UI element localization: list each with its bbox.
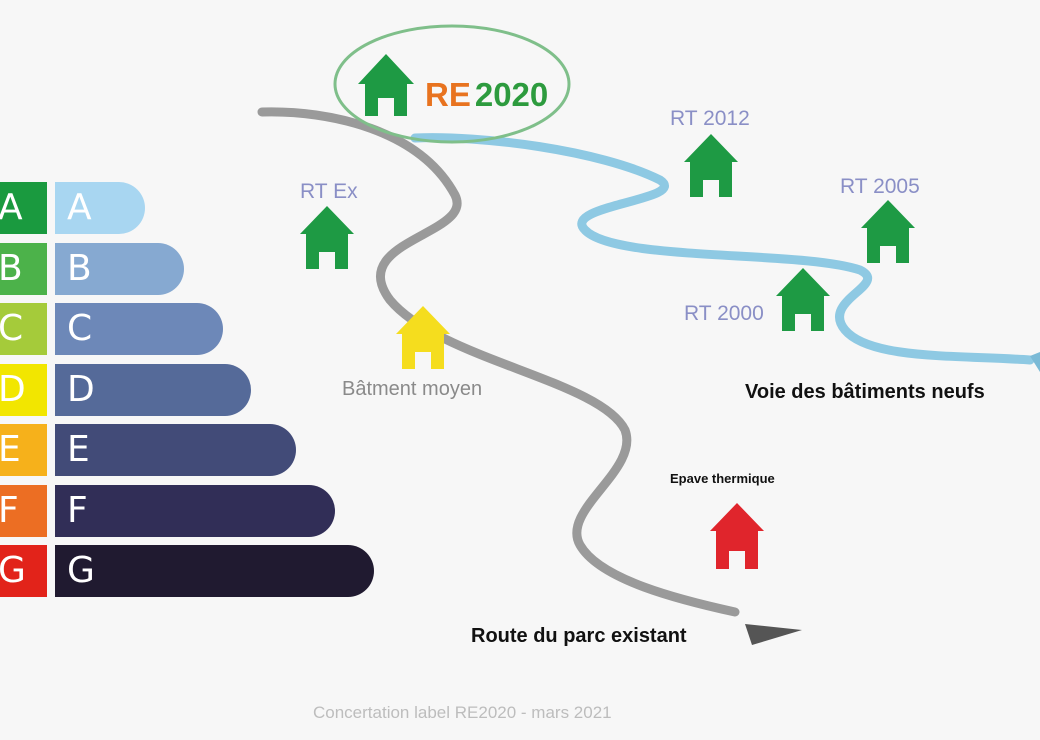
- energy-class-bar-d: D: [55, 363, 251, 416]
- rtex-label: RT Ex: [300, 180, 358, 203]
- rt2000-label: RT 2000: [684, 302, 764, 325]
- energy-class-bar-g: G: [55, 545, 374, 597]
- energy-class-letter-f: F: [0, 484, 47, 537]
- existing-park-road: [257, 107, 740, 617]
- energy-class-bar-e: E: [55, 424, 296, 476]
- energy-class-letter-c: C: [0, 303, 47, 355]
- house-icon-batiment-moyen: [396, 306, 450, 369]
- energy-class-bar-a: A: [55, 182, 145, 234]
- house-icon-rt2005: [861, 200, 915, 263]
- house-icon-epave: [710, 503, 764, 569]
- re2020-ellipse: [333, 24, 571, 144]
- energy-class-letter-g: G: [0, 545, 47, 597]
- energy-class-bar-f: F: [55, 484, 335, 537]
- house-icon-re2020: [358, 54, 414, 116]
- new-road-arrow: [1030, 352, 1040, 372]
- route-existant-label: Route du parc existant: [471, 625, 687, 647]
- energy-class-letter-b: B: [0, 242, 47, 295]
- re2020-year-text: 2020: [474, 76, 549, 113]
- energy-class-bar-c: C: [55, 303, 223, 355]
- rt2005-label: RT 2005: [840, 175, 920, 198]
- energy-class-letter-e: E: [0, 424, 47, 476]
- existing-road-arrow: [745, 624, 802, 645]
- batiment-moyen-label: Bâtment moyen: [342, 378, 483, 400]
- new-buildings-road: [410, 133, 1035, 365]
- house-icon-rtex: [300, 206, 354, 269]
- footer-caption: Concertation label RE2020 - mars 2021: [313, 703, 612, 722]
- house-icon-rt2012: [684, 134, 738, 197]
- energy-class-letter-d: D: [0, 363, 47, 416]
- energy-class-bar-b: B: [55, 242, 184, 295]
- energy-class-letter-a: A: [0, 182, 47, 234]
- voie-neufs-label: Voie des bâtiments neufs: [745, 381, 985, 403]
- epave-label: Epave thermique: [670, 471, 775, 486]
- house-icon-rt2000: [776, 268, 830, 331]
- rt2012-label: RT 2012: [670, 107, 750, 130]
- re2020-re-text: RE: [425, 76, 471, 113]
